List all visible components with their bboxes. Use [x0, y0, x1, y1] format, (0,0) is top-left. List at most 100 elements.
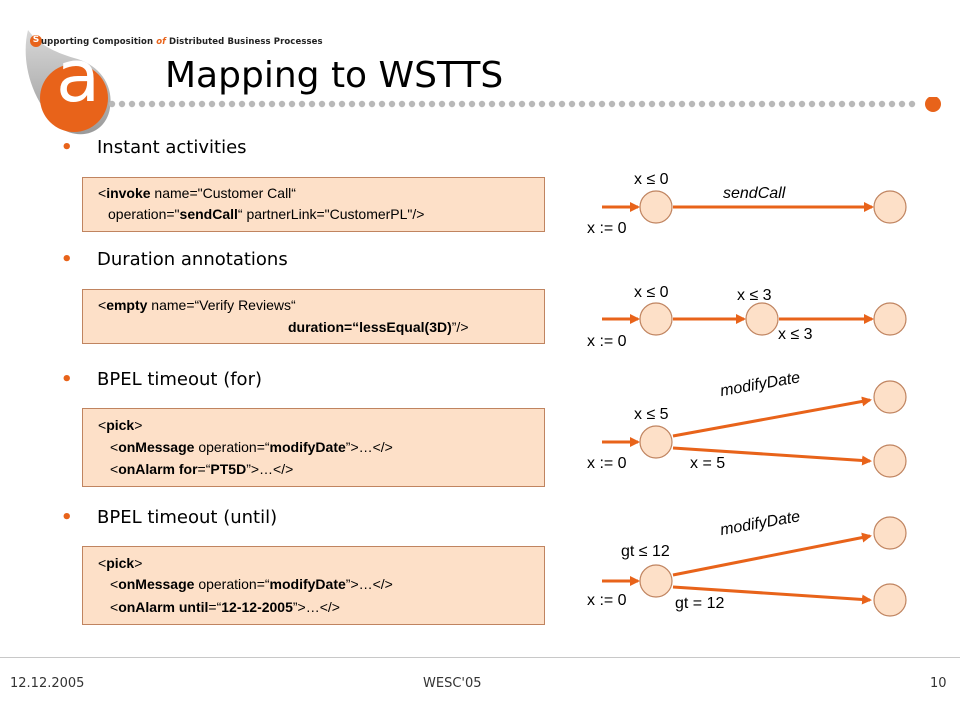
rule-dot	[738, 100, 746, 108]
rule-dot	[718, 100, 726, 108]
state-node	[873, 516, 907, 550]
tagline: upporting Composition of Distributed Bus…	[41, 37, 323, 47]
code-box-pick-for: <pick> <onMessage operation=“modifyDate”…	[82, 408, 545, 487]
rule-dot	[118, 100, 126, 108]
rule-dot	[608, 100, 616, 108]
timeout-label: x = 5	[690, 455, 726, 472]
page-number: 10	[930, 676, 947, 691]
code-keyword: onAlarm	[118, 461, 175, 477]
state-node	[639, 564, 673, 598]
state-node	[873, 583, 907, 617]
edge-timeout	[672, 446, 872, 466]
rule-dot	[248, 100, 256, 108]
rule-dot	[528, 100, 536, 108]
rule-dot	[848, 100, 856, 108]
rule-dot	[468, 100, 476, 108]
rule-dot	[298, 100, 306, 108]
rule-dot	[628, 100, 636, 108]
rule-dot	[268, 100, 276, 108]
reset-label: x := 0	[587, 220, 627, 237]
rule-dot	[108, 100, 116, 108]
rule-dot	[338, 100, 346, 108]
code-line: <pick>	[98, 417, 143, 433]
rule-dot	[458, 100, 466, 108]
rule-dot	[778, 100, 786, 108]
rule-dot	[518, 100, 526, 108]
code-keyword: PT5D	[210, 461, 247, 477]
rule-dot	[238, 100, 246, 108]
code-line: <onMessage operation=“modifyDate”>…</>	[110, 439, 393, 455]
logo-letter: a	[55, 34, 101, 118]
logo-tagline-s: S	[32, 35, 40, 45]
rule-dot	[828, 100, 836, 108]
code-keyword: sendCall	[179, 206, 238, 222]
bullet-duration-annotations: • Duration annotations	[61, 249, 288, 270]
code-keyword: modifyDate	[269, 576, 346, 592]
rule-dot	[448, 100, 456, 108]
tagline-part: Business	[227, 37, 271, 47]
code-keyword: for	[178, 461, 198, 477]
rule-dot	[128, 100, 136, 108]
rule-dot	[588, 100, 596, 108]
bullet-dot: •	[61, 507, 73, 528]
guard-label: x ≤ 5	[634, 406, 669, 423]
rule-dot	[508, 100, 516, 108]
reset-label: x := 0	[587, 333, 627, 350]
tagline-part: of	[156, 37, 166, 47]
rule-dot	[708, 100, 716, 108]
bullet-instant-activities: • Instant activities	[61, 137, 247, 158]
rule-dot	[578, 100, 586, 108]
state-node	[873, 302, 907, 336]
code-keyword: empty	[106, 297, 148, 313]
rule-dot	[758, 100, 766, 108]
rule-dot	[618, 100, 626, 108]
code-keyword: invoke	[106, 185, 151, 201]
code-keyword: modifyDate	[269, 439, 346, 455]
guard-label: x ≤ 0	[634, 284, 669, 301]
code-line: <onAlarm for=“PT5D”>…</>	[110, 461, 294, 477]
reset-label: x := 0	[587, 455, 627, 472]
title-dotted-rule	[108, 97, 941, 112]
code-keyword: onMessage	[118, 576, 195, 592]
automata-diagrams	[602, 190, 907, 617]
state-node	[873, 190, 907, 224]
bullet-text: Instant activities	[97, 137, 247, 158]
bullet-text: BPEL timeout (until)	[97, 507, 278, 528]
timeout-label: gt = 12	[675, 595, 725, 612]
rule-dot	[908, 100, 916, 108]
bullet-text: BPEL timeout (for)	[97, 369, 262, 390]
rule-dot	[178, 100, 186, 108]
rule-dot	[198, 100, 206, 108]
rule-dot	[418, 100, 426, 108]
rule-dot	[138, 100, 146, 108]
rule-dot	[788, 100, 796, 108]
code-line: <pick>	[98, 555, 143, 571]
rule-dot	[868, 100, 876, 108]
rule-end-dot	[925, 97, 941, 112]
rule-dot	[728, 100, 736, 108]
rule-dot	[328, 100, 336, 108]
bullet-dot: •	[61, 249, 73, 270]
rule-dot	[558, 100, 566, 108]
rule-dot	[548, 100, 556, 108]
rule-dot	[348, 100, 356, 108]
code-keyword: pick	[106, 555, 135, 571]
tagline-part: upporting	[41, 37, 93, 47]
rule-dot	[838, 100, 846, 108]
footer-date: 12.12.2005	[10, 676, 85, 691]
rule-dot	[158, 100, 166, 108]
code-box-invoke: <invoke name="Customer Call“ operation="…	[82, 177, 545, 232]
rule-dot	[308, 100, 316, 108]
guard-label: x ≤ 0	[634, 171, 669, 188]
state-node	[639, 190, 673, 224]
state-node	[745, 302, 779, 336]
rule-dot	[668, 100, 676, 108]
state-node	[639, 425, 673, 459]
code-line: <onAlarm until=“12-12-2005”>…</>	[110, 599, 340, 615]
code-keyword: onMessage	[118, 439, 195, 455]
rule-dot	[168, 100, 176, 108]
footer-event: WESC'05	[423, 676, 482, 691]
rule-dot	[698, 100, 706, 108]
rule-dot	[638, 100, 646, 108]
rule-dot	[798, 100, 806, 108]
